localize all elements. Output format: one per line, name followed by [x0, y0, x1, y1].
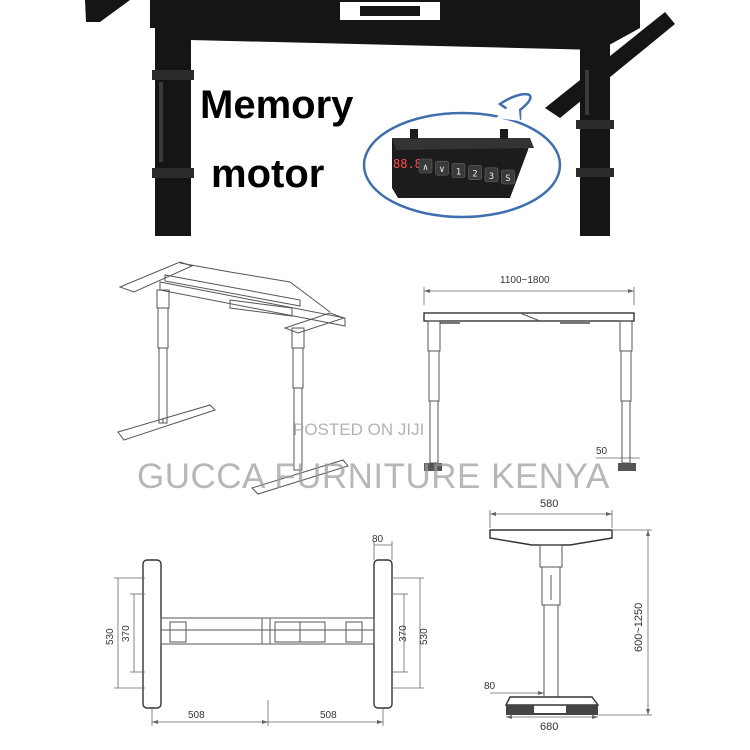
top-beam — [150, 0, 640, 50]
memory-controller: 88.8 ∧ ∨ 1 2 3 S — [392, 129, 534, 198]
front-view: 1100~1800 50 — [423, 275, 640, 471]
side-height-label: 600~1250 — [633, 603, 645, 652]
watermark-posted: POSTED ON JIJI — [293, 420, 424, 439]
controller-key-label-3: 1 — [456, 167, 461, 177]
top-inner-span-right: 370 — [398, 625, 409, 642]
product-photo: Memory motor 88.8 ∧ ∨ 1 2 3 S — [0, 0, 750, 236]
controller-key-2 — [435, 160, 449, 176]
side-foot-offset-label: 80 — [484, 681, 496, 692]
front-width-label: 1100~1800 — [500, 275, 550, 286]
controller-key-label-4: 2 — [472, 170, 477, 180]
top-inner-span-left: 370 — [121, 625, 132, 642]
controller-key-5 — [484, 167, 499, 183]
top-outer-span-left: 530 — [105, 628, 116, 645]
controller-display: 88.8 — [393, 157, 422, 171]
controller-key-label-6: S — [505, 174, 510, 184]
controller-key-label-2: ∨ — [439, 165, 444, 175]
controller-key-label-5: 3 — [489, 172, 494, 182]
top-half-width-left: 508 — [188, 710, 205, 721]
controller-key-6 — [501, 169, 515, 185]
side-foot-width-label: 680 — [540, 721, 558, 733]
watermark-seller: GUCCA FURNITURE KENYA — [137, 457, 610, 496]
controller-key-label-1: ∧ — [423, 163, 428, 173]
right-leg — [580, 40, 610, 236]
controller-key-4 — [468, 165, 482, 180]
controller-key-1 — [418, 158, 433, 174]
top-view: 80 530 370 530 370 508 508 — [105, 534, 430, 726]
side-top-width-label: 580 — [540, 498, 558, 510]
headline-memory: Memory — [200, 83, 354, 127]
isometric-view — [117, 261, 349, 495]
controller-keys: ∧ ∨ 1 2 3 S — [418, 158, 515, 185]
top-foot-offset-label: 80 — [372, 534, 384, 545]
top-outer-span-right: 530 — [419, 628, 430, 645]
top-half-width-right: 508 — [320, 710, 337, 721]
side-view: 580 600~1250 80 680 — [484, 498, 652, 733]
controller-key-3 — [451, 163, 466, 178]
foot-height-label: 50 — [596, 446, 608, 457]
headline-motor: motor — [211, 152, 324, 196]
